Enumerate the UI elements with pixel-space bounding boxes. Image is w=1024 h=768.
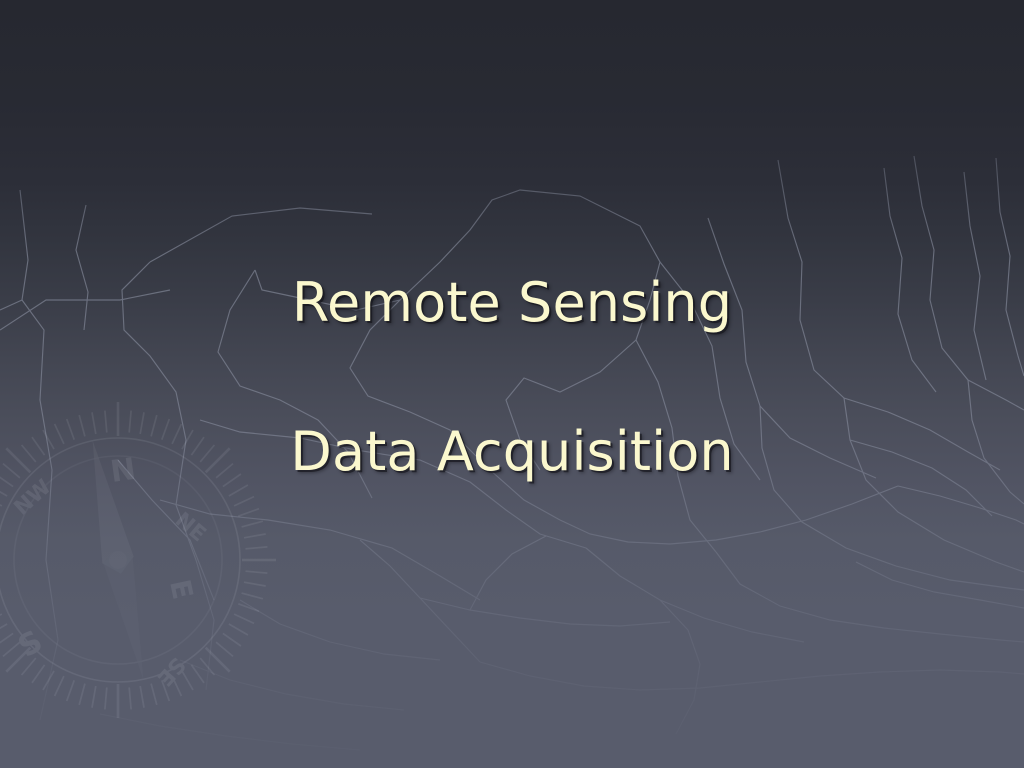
compass-label-northeast: NE xyxy=(171,507,211,546)
compass-label-southeast: SE xyxy=(153,653,191,691)
compass-label-east: E xyxy=(163,577,199,603)
slide-title-line-2: Data Acquisition xyxy=(290,420,734,483)
compass-label-northwest: NW xyxy=(9,475,55,520)
slide-title-line-1: Remote Sensing xyxy=(291,271,733,334)
slide-title-block: Remote Sensing Data Acquisition xyxy=(0,276,1024,479)
compass-label-south: S xyxy=(13,624,49,665)
title-line-spacer xyxy=(0,330,1024,425)
